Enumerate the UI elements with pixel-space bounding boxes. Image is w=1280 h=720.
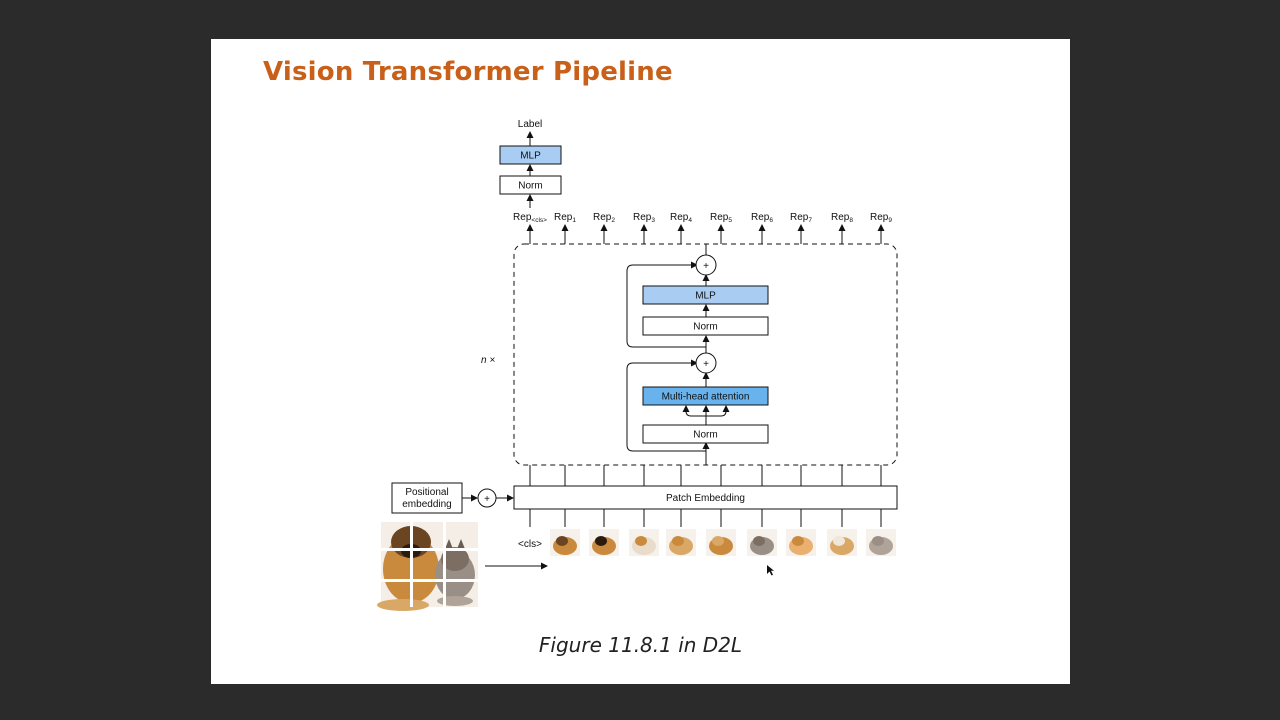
source-image-puppy-kitten [377, 522, 478, 611]
output-rep-label: Rep2 [593, 212, 615, 224]
head-norm-box: Norm [499, 175, 562, 195]
head-mlp-label: MLP [520, 151, 541, 162]
encoder-mlp-label: MLP [695, 291, 716, 302]
slide: Vision Transformer Pipeline Label MLP No… [211, 39, 1070, 684]
token-lines [526, 224, 885, 527]
output-rep-label: Rep3 [633, 212, 655, 224]
add-node-2-symbol: + [703, 261, 709, 272]
positional-embedding-line1: Positional [405, 487, 448, 498]
add-node-positional-symbol: + [484, 494, 490, 505]
encoder-norm2-box: Norm [642, 316, 769, 336]
head-norm-label: Norm [518, 181, 542, 192]
add-node-1-symbol: + [703, 359, 709, 370]
encoder-mlp-box: MLP [642, 285, 769, 305]
label-output-text: Label [518, 119, 542, 130]
residual-connection-2 [626, 261, 706, 348]
encoder-norm1-box: Norm [642, 424, 769, 444]
output-rep-label: Rep<cls> [513, 212, 547, 224]
residual-connection-1 [626, 359, 706, 452]
encoder-norm2-label: Norm [693, 322, 717, 333]
patch-thumbnail [706, 529, 736, 556]
attention-input-left [682, 405, 706, 417]
output-rep-label: Rep1 [554, 212, 576, 224]
output-rep-label: Rep6 [751, 212, 773, 224]
positional-embedding-box: Positional embedding [391, 482, 463, 514]
figure-caption: Figure 11.8.1 in D2L [538, 633, 743, 657]
slide-title: Vision Transformer Pipeline [263, 57, 673, 87]
add-node-1: + [695, 352, 717, 374]
output-rep-label: Rep9 [870, 212, 892, 224]
patch-thumbnail [550, 529, 580, 556]
output-rep-label: Rep7 [790, 212, 812, 224]
output-rep-label: Rep5 [710, 212, 732, 224]
patch-thumbnail [629, 529, 659, 556]
encoder-norm1-label: Norm [693, 430, 717, 441]
multi-head-attention-label: Multi-head attention [662, 392, 750, 403]
patch-thumbnail [589, 529, 619, 556]
cls-token-label: <cls> [518, 539, 542, 550]
output-rep-label: Rep8 [831, 212, 853, 224]
output-rep-label: Rep4 [670, 212, 692, 224]
patch-embedding-box: Patch Embedding [513, 485, 898, 510]
patch-thumbnails [550, 529, 896, 556]
positional-embedding-line2: embedding [402, 499, 451, 510]
patch-thumbnail [786, 529, 816, 556]
patch-thumbnail [827, 529, 857, 556]
add-node-2: + [695, 254, 717, 276]
patch-thumbnail [747, 529, 777, 556]
output-representations: Rep<cls> Rep1 Rep2 Rep3 Rep4 Rep5 Rep6 Rep7 Rep8… [513, 212, 892, 224]
patch-thumbnail [866, 529, 896, 556]
attention-input-right [706, 405, 730, 417]
patch-embedding-label: Patch Embedding [666, 493, 745, 504]
encoder-repeat-label: n × [481, 355, 495, 366]
mouse-cursor [767, 565, 774, 576]
add-node-positional: + [477, 488, 497, 508]
head-mlp-box: MLP [499, 145, 562, 165]
multi-head-attention-box: Multi-head attention [642, 386, 769, 406]
patch-thumbnail [666, 529, 696, 556]
